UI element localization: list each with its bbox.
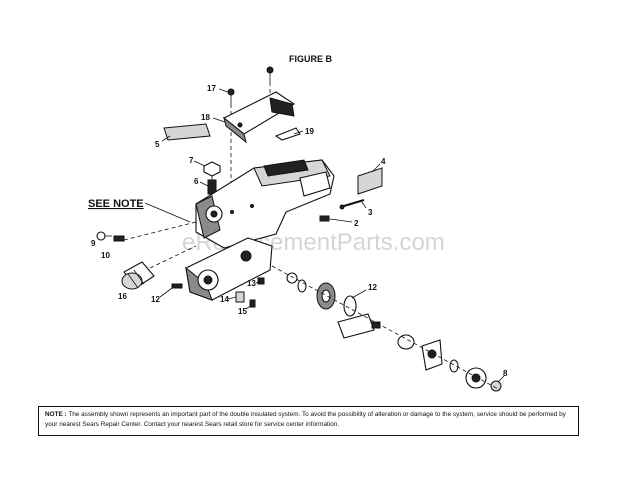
service-note-box: NOTE : The assembly shown represents an … — [38, 406, 579, 436]
callout-4: 4 — [381, 157, 386, 166]
nut-7 — [203, 161, 221, 177]
screw-9 — [96, 231, 112, 241]
label-4 — [357, 167, 383, 195]
assembly-line-gears — [271, 265, 501, 391]
handle-18 — [222, 91, 296, 144]
leader-14 — [227, 296, 237, 300]
label-5 — [163, 123, 211, 141]
gear-train-12 — [286, 272, 502, 392]
leader-3 — [361, 201, 367, 209]
leader-17 — [218, 88, 229, 93]
gear-case — [185, 237, 273, 301]
pin-3 — [339, 199, 365, 210]
motor-housing — [195, 159, 335, 249]
exploded-parts-diagram: eReplacementParts.com FIGURE B — [88, 54, 508, 392]
callout-9: 9 — [91, 239, 96, 248]
leader-12-right — [351, 289, 367, 299]
leader-6 — [199, 181, 209, 187]
leader-15 — [245, 304, 253, 310]
callout-7: 7 — [189, 156, 194, 165]
callout-19: 19 — [305, 127, 314, 136]
callout-13: 13 — [247, 279, 256, 288]
callout-17: 17 — [207, 84, 216, 93]
leader-18 — [212, 117, 226, 123]
note-text: The assembly shown represents an importa… — [45, 411, 566, 428]
callout-8: 8 — [503, 369, 508, 378]
callout-10: 10 — [101, 251, 110, 260]
note-label: NOTE : — [45, 411, 67, 418]
callout-5: 5 — [155, 140, 160, 149]
callout-14: 14 — [220, 295, 229, 304]
leader-2 — [329, 218, 353, 223]
knob-16 — [121, 261, 155, 290]
callout-6: 6 — [194, 177, 199, 186]
leader-19 — [293, 130, 304, 135]
screw-17-right — [266, 66, 274, 82]
leader-4 — [371, 163, 381, 173]
leader-7 — [193, 160, 206, 167]
screw-12-left — [171, 283, 183, 289]
screw-15 — [249, 299, 256, 308]
spring-10 — [113, 235, 125, 242]
spacer-14 — [235, 291, 245, 303]
figure-title: FIGURE B — [289, 54, 333, 64]
pin-2 — [319, 215, 330, 222]
callout-16: 16 — [118, 292, 127, 301]
screw-17-left — [227, 88, 235, 104]
callout-15: 15 — [238, 307, 247, 316]
leader-5 — [161, 135, 171, 142]
callout-2: 2 — [354, 219, 359, 228]
leader-12-left — [159, 287, 173, 298]
label-19 — [274, 127, 301, 141]
leader-see-note — [144, 202, 191, 223]
assembly-line-16 — [149, 245, 197, 269]
leader-13 — [255, 280, 263, 284]
callout-18: 18 — [201, 113, 210, 122]
callout-12-left: 12 — [151, 295, 160, 304]
see-note-label: SEE NOTE — [88, 198, 144, 210]
leader-8 — [497, 375, 505, 383]
callout-3: 3 — [368, 208, 373, 217]
assembly-line-9 — [123, 221, 197, 241]
callout-12-right: 12 — [368, 283, 377, 292]
